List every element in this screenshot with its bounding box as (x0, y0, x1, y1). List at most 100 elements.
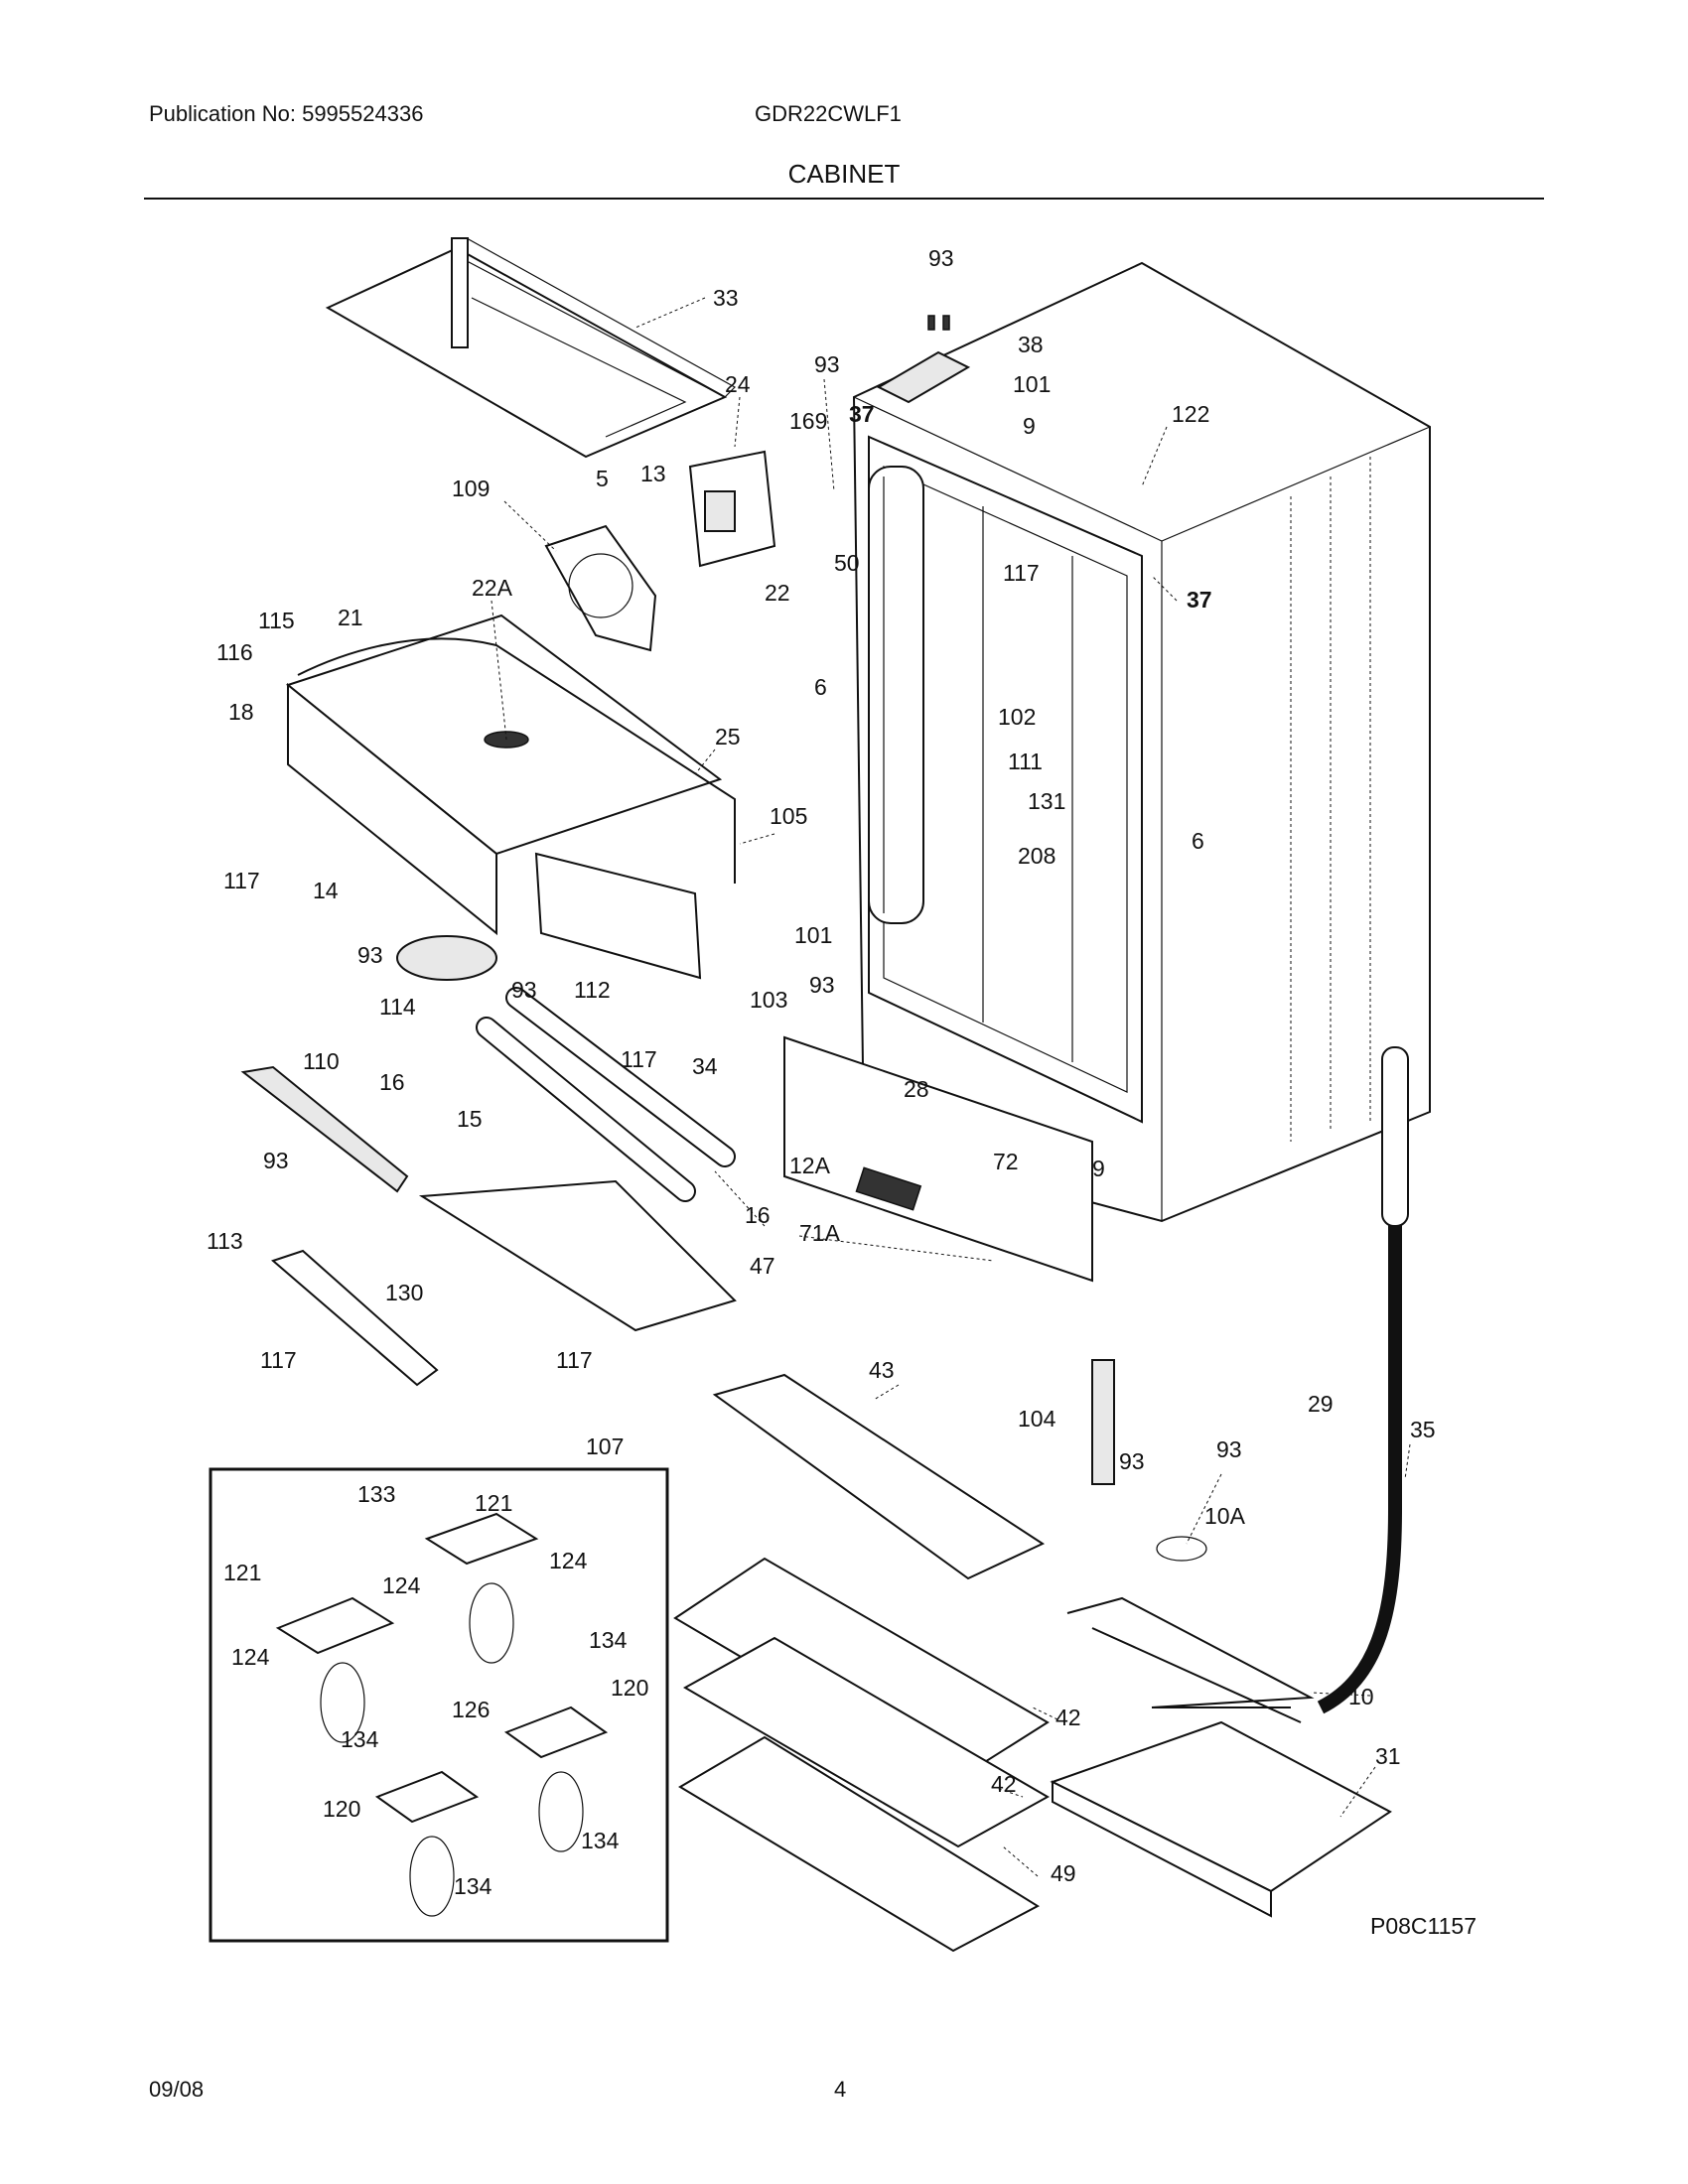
part-label: 16 (745, 1202, 771, 1228)
part-label: 35 (1410, 1417, 1436, 1442)
part-label: 124 (231, 1644, 270, 1670)
inset-label: 107 (586, 1433, 624, 1459)
part-label: 25 (715, 724, 741, 750)
part-label: 15 (457, 1106, 483, 1132)
part-label: 93 (1216, 1436, 1242, 1462)
part-label: 42 (1055, 1705, 1081, 1730)
part-label: 120 (323, 1796, 360, 1822)
top-hinge (876, 315, 971, 404)
part-label: 34 (692, 1053, 718, 1079)
part-label: 134 (341, 1726, 379, 1752)
part-label: 116 (216, 639, 253, 665)
part-label: 133 (357, 1481, 395, 1507)
part-label: 6 (1192, 828, 1204, 854)
shelves (673, 1373, 1051, 1953)
part-label: 121 (475, 1490, 512, 1516)
part-label: 50 (834, 550, 860, 576)
part-label: 208 (1018, 843, 1055, 869)
part-label: 124 (549, 1548, 588, 1573)
page-number: 4 (834, 2077, 847, 2102)
part-label: 112 (574, 977, 611, 1003)
caster-inset (209, 1467, 669, 1943)
part-label: 22 (765, 580, 790, 606)
part-label: 93 (357, 942, 383, 968)
drain-tube (1317, 1046, 1409, 1714)
part-label: 115 (258, 608, 295, 633)
part-label: 93 (511, 977, 537, 1003)
part-label: 93 (928, 245, 954, 271)
part-label: 71A (799, 1220, 841, 1246)
part-label: 49 (1051, 1860, 1076, 1886)
fan-housing (544, 524, 657, 652)
top-cover (325, 237, 736, 459)
part-label: 21 (338, 605, 363, 630)
bracket (271, 1249, 439, 1387)
part-label: 134 (454, 1873, 492, 1899)
thermostat-bracket (1091, 1359, 1115, 1485)
part-label: 131 (1028, 788, 1065, 814)
part-label: 10A (1204, 1503, 1246, 1529)
part-label: 47 (750, 1253, 775, 1279)
part-label: 109 (452, 476, 490, 501)
part-label: 117 (621, 1046, 657, 1072)
evaporator-cover (285, 614, 736, 936)
part-label: 169 (789, 408, 827, 434)
part-label: 117 (556, 1347, 593, 1373)
part-label: 10 (1348, 1684, 1374, 1709)
part-label: 93 (263, 1148, 289, 1173)
part-label: 114 (379, 994, 416, 1020)
part-label: 33 (713, 285, 739, 311)
part-label: 134 (581, 1828, 620, 1853)
part-label: 104 (1018, 1406, 1056, 1432)
model-number: GDR22CWLF1 (755, 101, 902, 126)
part-label: 9 (1023, 413, 1036, 439)
part-label: 102 (998, 704, 1036, 730)
part-label: 43 (869, 1357, 895, 1383)
part-label: 113 (207, 1228, 243, 1254)
part-label: 16 (379, 1069, 405, 1095)
part-label: 117 (223, 868, 260, 893)
tubes (476, 987, 736, 1202)
part-label: 93 (814, 351, 840, 377)
part-label: 103 (750, 987, 787, 1013)
drain-pan (1050, 1720, 1392, 1918)
part-label: 29 (1308, 1391, 1334, 1417)
diagram-code: P08C1157 (1370, 1913, 1477, 1939)
publication-date: 09/08 (149, 2077, 205, 2102)
cabinet-body (852, 261, 1431, 1223)
part-label: 37 (849, 401, 875, 427)
part-labels: 33 24 93 169 37 38 101 9 122 93 109 5 13… (207, 245, 1436, 1899)
panel (534, 852, 702, 980)
part-label: 101 (1013, 371, 1051, 397)
part-label: 13 (640, 461, 666, 486)
part-label: 5 (596, 466, 609, 491)
part-label: 110 (303, 1048, 340, 1074)
part-label: 14 (313, 878, 339, 903)
part-label: 101 (794, 922, 832, 948)
part-label: 12A (789, 1153, 831, 1178)
part-label: 6 (814, 674, 827, 700)
part-label: 124 (382, 1572, 421, 1598)
page-title: CABINET (787, 159, 901, 189)
part-label: 111 (1008, 749, 1043, 774)
trim (240, 1065, 409, 1193)
door-gasket (868, 466, 924, 924)
part-label: 126 (452, 1697, 490, 1722)
part-label: 22A (472, 575, 513, 601)
tray (418, 1179, 737, 1332)
part-label: 42 (991, 1771, 1017, 1797)
part-label: 28 (904, 1076, 929, 1102)
publication-number: Publication No: 5995524336 (149, 101, 424, 126)
header-divider (144, 198, 1544, 200)
part-label: 117 (1003, 560, 1040, 586)
part-label: 134 (589, 1627, 628, 1653)
grille (396, 935, 497, 981)
part-label: 121 (223, 1560, 261, 1585)
part-label: 38 (1018, 332, 1044, 357)
part-label: 117 (260, 1347, 297, 1373)
leader-lines (491, 297, 1411, 1877)
kick-plate (783, 1035, 1093, 1283)
part-label: 24 (725, 371, 751, 397)
part-label: 37 (1187, 587, 1212, 613)
